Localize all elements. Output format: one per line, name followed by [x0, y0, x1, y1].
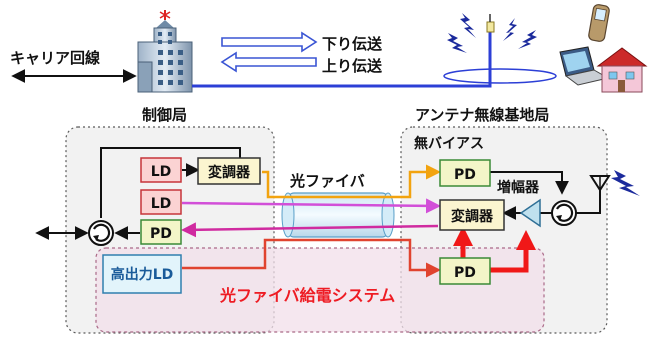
ld-2-label: LD — [151, 196, 172, 212]
office-building-icon — [137, 10, 193, 93]
antenna-icon — [589, 175, 611, 192]
high-power-ld-box: 高出力LD — [102, 254, 182, 294]
circulator-to-antenna-line — [576, 190, 601, 214]
modulator-remote-box: 変調器 — [439, 199, 505, 231]
pd-remote-top-box: PD — [439, 159, 491, 187]
amplifier-triangle-icon — [519, 198, 541, 228]
amplifier-label: 増幅器 — [497, 179, 540, 196]
control-station-label: 制御局 — [142, 106, 187, 124]
radio-wave-icon — [447, 13, 537, 53]
uplink-signal-line — [181, 222, 439, 238]
downlink-label: 下り伝送 — [322, 35, 383, 53]
pd-remote-power-box: PD — [439, 257, 491, 285]
modulator-ctrl-box: 変調器 — [197, 157, 261, 185]
optical-fiber-bundle — [281, 192, 395, 238]
laptop-icon — [559, 46, 610, 86]
pd-ctrl-box: PD — [140, 219, 182, 245]
power-feed-line — [182, 238, 441, 278]
power-over-fiber-system-label: 光ファイバ給電システム — [219, 286, 395, 305]
ld-1-label: LD — [151, 164, 172, 180]
mobile-phone-icon — [588, 4, 610, 42]
circulator-icon — [88, 220, 114, 246]
pd-to-amp-line — [490, 171, 569, 195]
uplink-label: 上り伝送 — [322, 57, 383, 75]
downlink-signal-line — [262, 164, 441, 199]
ld-box-1: LD — [140, 157, 182, 183]
modulator-ctrl-label: 変調器 — [208, 164, 251, 181]
pd-remote-top-label: PD — [454, 167, 476, 183]
house-icon — [596, 47, 648, 93]
radio-wave-icon — [611, 170, 640, 196]
carrier-line: キャリア回線 — [10, 49, 137, 83]
optical-fiber-label: 光ファイバ — [289, 172, 365, 190]
downlink-arrow: 下り伝送 — [221, 31, 383, 53]
antenna-base-station-label: アンテナ無線基地局 — [415, 106, 549, 124]
pd-remote-power-label: PD — [454, 265, 476, 281]
high-power-ld-label: 高出力LD — [111, 266, 174, 283]
pd-ctrl-label: PD — [150, 226, 172, 242]
reference-signal-line — [181, 198, 441, 214]
ld-box-2: LD — [140, 189, 182, 215]
modulator-remote-label: 変調器 — [451, 208, 494, 225]
carrier-link-line — [192, 30, 492, 88]
control-loop-line — [100, 147, 241, 218]
radio-tower-icon — [486, 14, 495, 33]
no-bias-label: 無バイアス — [414, 135, 484, 152]
power-supply-to-amplifier — [490, 230, 536, 273]
base-station-ground — [443, 68, 557, 84]
carrier-line-label: キャリア回線 — [10, 49, 100, 67]
circulator-icon — [551, 200, 577, 226]
uplink-arrow: 上り伝送 — [220, 51, 383, 75]
